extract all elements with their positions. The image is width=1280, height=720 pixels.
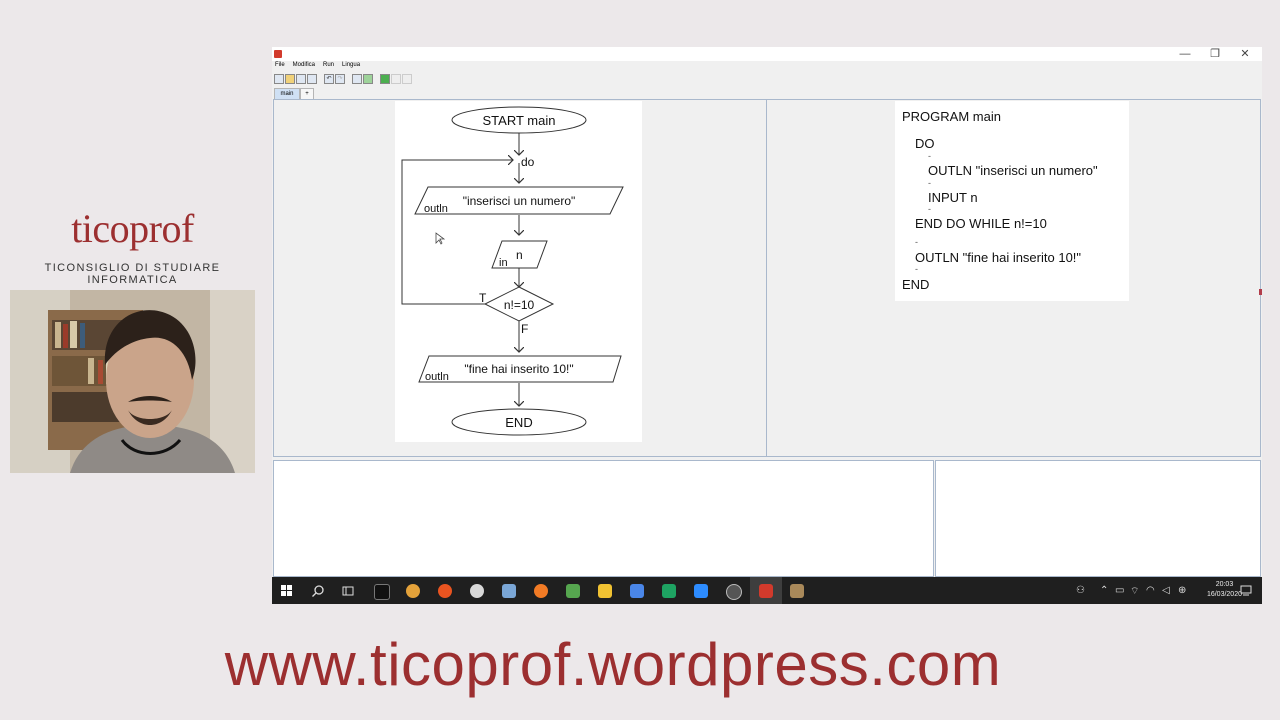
language-icon[interactable]: ⊕ xyxy=(1178,585,1187,596)
maximize-button[interactable]: ❐ xyxy=(1210,48,1220,60)
code-line: OUTLN "fine hai inserito 10!" xyxy=(915,250,1082,265)
step-icon[interactable] xyxy=(363,74,373,84)
chrome-icon[interactable] xyxy=(406,584,420,598)
end-label: END xyxy=(505,415,532,430)
paint-icon[interactable] xyxy=(502,584,516,598)
code-line: PROGRAM main xyxy=(902,109,1001,124)
do-label: do xyxy=(521,155,535,169)
apps-icon[interactable] xyxy=(566,584,580,598)
sheets-icon[interactable] xyxy=(662,584,676,598)
presenter-image xyxy=(10,290,255,473)
code-separator: - xyxy=(928,178,931,188)
wifi-icon[interactable]: ◠ xyxy=(1146,585,1155,596)
webcam-video xyxy=(10,290,255,473)
code-separator: - xyxy=(915,237,918,247)
menu-file[interactable]: File xyxy=(275,62,285,68)
pane-edge-marker xyxy=(1259,289,1262,295)
input-keyword: in xyxy=(499,257,508,269)
code-separator: - xyxy=(928,204,931,214)
new-file-icon[interactable] xyxy=(274,74,284,84)
chevron-up-icon[interactable]: ⌃ xyxy=(1100,585,1109,596)
firefox-icon[interactable] xyxy=(534,584,548,598)
undo-icon[interactable]: ↶ xyxy=(324,74,334,84)
menu-lingua[interactable]: Lingua xyxy=(342,62,361,68)
save-as-icon[interactable] xyxy=(307,74,317,84)
search-icon[interactable] xyxy=(312,585,324,597)
start-node[interactable] xyxy=(451,106,587,134)
code-separator: - xyxy=(915,264,918,274)
output-node-1[interactable] xyxy=(414,186,624,215)
taskbar: ⚇ ⌃ ▭ ⌔ ◠ ◁ ⊕ 20:03 16/03/2020 xyxy=(272,577,1262,604)
clock-date: 16/03/2020 xyxy=(1206,591,1242,598)
zoom-icon[interactable] xyxy=(694,584,708,598)
refresh-icon[interactable] xyxy=(352,74,362,84)
brand-title: ticoprof xyxy=(71,206,194,251)
menu-modifica[interactable]: Modifica xyxy=(292,62,316,68)
file-explorer-icon[interactable] xyxy=(598,584,612,598)
notification-icon[interactable] xyxy=(1240,585,1252,596)
output1-text: "inserisci un numero" xyxy=(463,194,576,208)
people-icon[interactable]: ⚇ xyxy=(1076,585,1085,596)
obs-icon[interactable] xyxy=(726,584,742,600)
code-line: END xyxy=(902,277,930,292)
run-icon[interactable] xyxy=(380,74,390,84)
clock-time: 20:03 xyxy=(1215,581,1234,588)
open-folder-icon[interactable] xyxy=(285,74,295,84)
output-node-2[interactable] xyxy=(418,355,622,383)
output2-text: "fine hai inserito 10!" xyxy=(464,362,573,376)
flowchart-canvas[interactable]: START main do outln "inserisci un numero… xyxy=(395,101,642,442)
true-label: T xyxy=(479,291,487,305)
decision-condition: n!=10 xyxy=(504,298,535,312)
start-label: START main xyxy=(483,113,556,128)
stop-icon[interactable] xyxy=(402,74,412,84)
code-line: OUTLN "inserisci un numero" xyxy=(928,163,1098,178)
redo-icon[interactable]: ↷ xyxy=(335,74,345,84)
task-view-icon[interactable] xyxy=(342,585,354,597)
close-button[interactable]: ✕ xyxy=(1240,48,1250,60)
console-output-pane[interactable] xyxy=(273,460,934,577)
save-icon[interactable] xyxy=(296,74,306,84)
input-node[interactable] xyxy=(491,240,548,269)
input-variable: n xyxy=(516,248,523,262)
app-icon xyxy=(274,50,282,58)
music-icon[interactable] xyxy=(470,584,484,598)
tab-main[interactable]: main xyxy=(274,88,300,99)
network-icon[interactable]: ⌔ xyxy=(1130,586,1140,597)
menu-run[interactable]: Run xyxy=(323,62,335,68)
code-line: DO xyxy=(915,136,935,151)
window-titlebar: — ❐ ✕ xyxy=(272,47,1262,61)
flowchart-app-window: — ❐ ✕ File Modifica Run Lingua ↶ ↷ main + xyxy=(272,47,1262,577)
code-view: PROGRAM main DO - OUTLN "inserisci un nu… xyxy=(895,101,1129,301)
ubuntu-icon[interactable] xyxy=(438,584,452,598)
terminal-icon[interactable] xyxy=(374,584,390,600)
archive-icon[interactable] xyxy=(790,584,804,598)
windows-start-icon[interactable] xyxy=(281,585,292,596)
flowchart-diagram: START main do outln "inserisci un numero… xyxy=(401,106,624,436)
brand-subtitle: TICONSIGLIO DI STUDIARE INFORMATICA xyxy=(44,262,221,286)
docs-icon[interactable] xyxy=(630,584,644,598)
output2-keyword: outln xyxy=(425,371,449,383)
flowchart-app-icon[interactable] xyxy=(759,584,773,598)
website-url: www.ticoprof.wordpress.com xyxy=(224,631,1002,698)
variables-pane[interactable] xyxy=(935,460,1261,577)
mouse-cursor-icon xyxy=(435,232,445,245)
volume-icon[interactable]: ◁ xyxy=(1162,585,1170,596)
code-line: INPUT n xyxy=(928,190,978,205)
brand-block: ticoprof TICONSIGLIO DI STUDIARE INFORMA… xyxy=(10,205,255,286)
minimize-button[interactable]: — xyxy=(1179,48,1191,60)
end-node[interactable] xyxy=(451,408,587,436)
code-separator: - xyxy=(928,151,931,161)
decision-node[interactable] xyxy=(483,286,555,322)
loop-back-connector xyxy=(401,160,513,305)
pause-icon[interactable] xyxy=(391,74,401,84)
false-label: F xyxy=(521,322,528,336)
battery-icon[interactable]: ▭ xyxy=(1115,585,1125,596)
taskbar-clock[interactable]: 20:03 16/03/2020 xyxy=(1207,580,1242,600)
tab-add[interactable]: + xyxy=(300,88,314,99)
code-line: END DO WHILE n!=10 xyxy=(915,216,1047,231)
menu-bar: File Modifica Run Lingua xyxy=(272,62,365,72)
output1-keyword: outln xyxy=(424,203,448,215)
